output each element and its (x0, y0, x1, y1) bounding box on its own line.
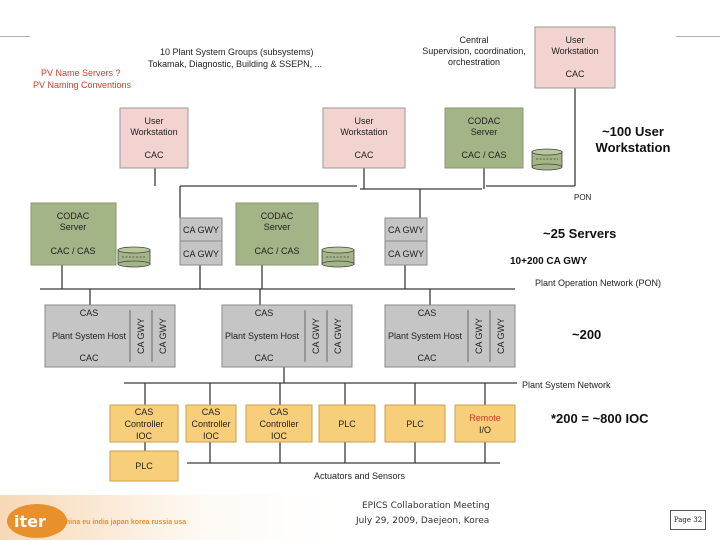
ctrl3-cas: CAS (270, 407, 289, 417)
user-workstation-1 (119, 107, 189, 169)
plant-system-network-label: Plant System Network (522, 380, 611, 390)
psh-count: ~200 (572, 327, 601, 342)
top-rule-right (676, 36, 720, 37)
psh1-cas: CAS (80, 308, 99, 318)
remote-io-io: I/O (479, 425, 491, 435)
ca-gwy-left-2: CA GWY (183, 249, 219, 259)
cas-controller-3: CAS Controller IOC (245, 404, 313, 443)
central-ws-cac: CAC (565, 69, 585, 79)
psh2-cac: CAC (254, 353, 274, 363)
psh1-gwy-1: CA GWY (136, 318, 146, 354)
codac-server-top (444, 107, 524, 169)
central-note-line3: orchestration (448, 57, 500, 67)
footer-date: July 29, 2009, Daejeon, Korea (356, 516, 490, 526)
plc-1: PLC (318, 404, 376, 443)
ctrl2-cas: CAS (202, 407, 221, 417)
iter-logo-mark (7, 504, 67, 538)
psh3-gwy-2: CA GWY (496, 318, 506, 354)
remote-io: Remote I/O (454, 404, 516, 443)
uws2-user: User (354, 116, 373, 126)
plant-system-host-1: CAS Plant System Host CAC CA GWY CA GWY (44, 304, 176, 368)
codac-server-left (30, 202, 117, 266)
footer-meeting: EPICS Collaboration Meeting (362, 501, 490, 511)
pon-short-label: PON (574, 193, 592, 202)
servers-count: ~25 Servers (543, 226, 616, 241)
plc-bottom-label: PLC (135, 461, 153, 471)
uws1-cac: CAC (144, 150, 164, 160)
ctrl2-ioc: IOC (203, 431, 220, 441)
codac-mid-cac-cas: CAC / CAS (254, 246, 299, 256)
groups-note-line2: Tokamak, Diagnostic, Building & SSEPN, .… (148, 59, 322, 69)
plc-bottom: PLC (109, 450, 179, 482)
ca-gwy-left-1: CA GWY (183, 225, 219, 235)
codac-left-server: Server (60, 222, 87, 232)
codac-left-cac-cas: CAC / CAS (50, 246, 95, 256)
psh3-cac: CAC (417, 353, 437, 363)
codac-top-server: Server (471, 127, 498, 137)
ca-gwy-right-1: CA GWY (388, 225, 424, 235)
pv-note-line2: PV Naming Conventions (33, 80, 132, 90)
codac-mid-server: Server (264, 222, 291, 232)
uws1-user: User (144, 116, 163, 126)
ca-gwy-right-2: CA GWY (388, 249, 424, 259)
codac-server-middle (235, 202, 319, 266)
psh2-gwy-1: CA GWY (311, 318, 321, 354)
uws1-workstation: Workstation (130, 127, 177, 137)
uws2-workstation: Workstation (340, 127, 387, 137)
ctrl1-ioc: IOC (136, 431, 153, 441)
pv-note-line1: PV Name Servers ? (41, 68, 121, 78)
pon-full-label: Plant Operation Network (PON) (535, 278, 661, 288)
actuators-label: Actuators and Sensors (314, 471, 406, 481)
database-icon (321, 246, 355, 268)
psh1-cac: CAC (79, 353, 99, 363)
central-user-workstation (534, 26, 616, 89)
top-rule-left (0, 36, 30, 37)
ctrl3-ioc: IOC (271, 431, 288, 441)
codac-mid-codac: CODAC (261, 211, 294, 221)
psh2-cas: CAS (255, 308, 274, 318)
ctrl2-controller: Controller (191, 419, 230, 429)
ioc-count: *200 = ~800 IOC (551, 411, 649, 426)
user-workstation-2 (322, 107, 406, 169)
plant-system-host-3: CAS Plant System Host CAC CA GWY CA GWY (384, 304, 516, 368)
plc-2: PLC (384, 404, 446, 443)
central-note-line2: Supervision, coordination, (422, 46, 526, 56)
plc1-label: PLC (338, 419, 356, 429)
central-ws-user: User (565, 35, 584, 45)
ctrl3-controller: Controller (259, 419, 298, 429)
uws2-cac: CAC (354, 150, 374, 160)
psh2-gwy-2: CA GWY (333, 318, 343, 354)
ctrl1-controller: Controller (124, 419, 163, 429)
plc2-label: PLC (406, 419, 424, 429)
user-ws-count-line2: Workstation (596, 140, 671, 155)
psh1-title: Plant System Host (52, 331, 127, 341)
plant-system-host-2: CAS Plant System Host CAC CA GWY CA GWY (221, 304, 353, 368)
groups-note-line1: 10 Plant System Groups (subsystems) (160, 47, 314, 57)
iter-logo-text: iter (14, 512, 46, 531)
database-icon (531, 148, 563, 171)
codac-top-codac: CODAC (468, 116, 501, 126)
ca-gwy-count: 10+200 CA GWY (510, 256, 587, 267)
codac-left-codac: CODAC (57, 211, 90, 221)
user-ws-count-line1: ~100 User (602, 124, 664, 139)
psh2-title: Plant System Host (225, 331, 300, 341)
page-number: Page 32 (670, 510, 706, 530)
partner-countries: china eu india japan korea russia usa (62, 519, 187, 526)
psh3-cas: CAS (418, 308, 437, 318)
central-note-line1: Central (459, 35, 488, 45)
central-ws-workstation: Workstation (551, 46, 598, 56)
network-lines (40, 88, 576, 464)
psh3-gwy-1: CA GWY (474, 318, 484, 354)
codac-top-cac-cas: CAC / CAS (461, 150, 506, 160)
cas-controller-1: CAS Controller IOC (109, 404, 179, 443)
database-icon (117, 246, 151, 268)
psh1-gwy-2: CA GWY (158, 318, 168, 354)
remote-io-remote: Remote (469, 413, 501, 423)
ctrl1-cas: CAS (135, 407, 154, 417)
psh3-title: Plant System Host (388, 331, 463, 341)
cas-controller-2: CAS Controller IOC (185, 404, 237, 443)
